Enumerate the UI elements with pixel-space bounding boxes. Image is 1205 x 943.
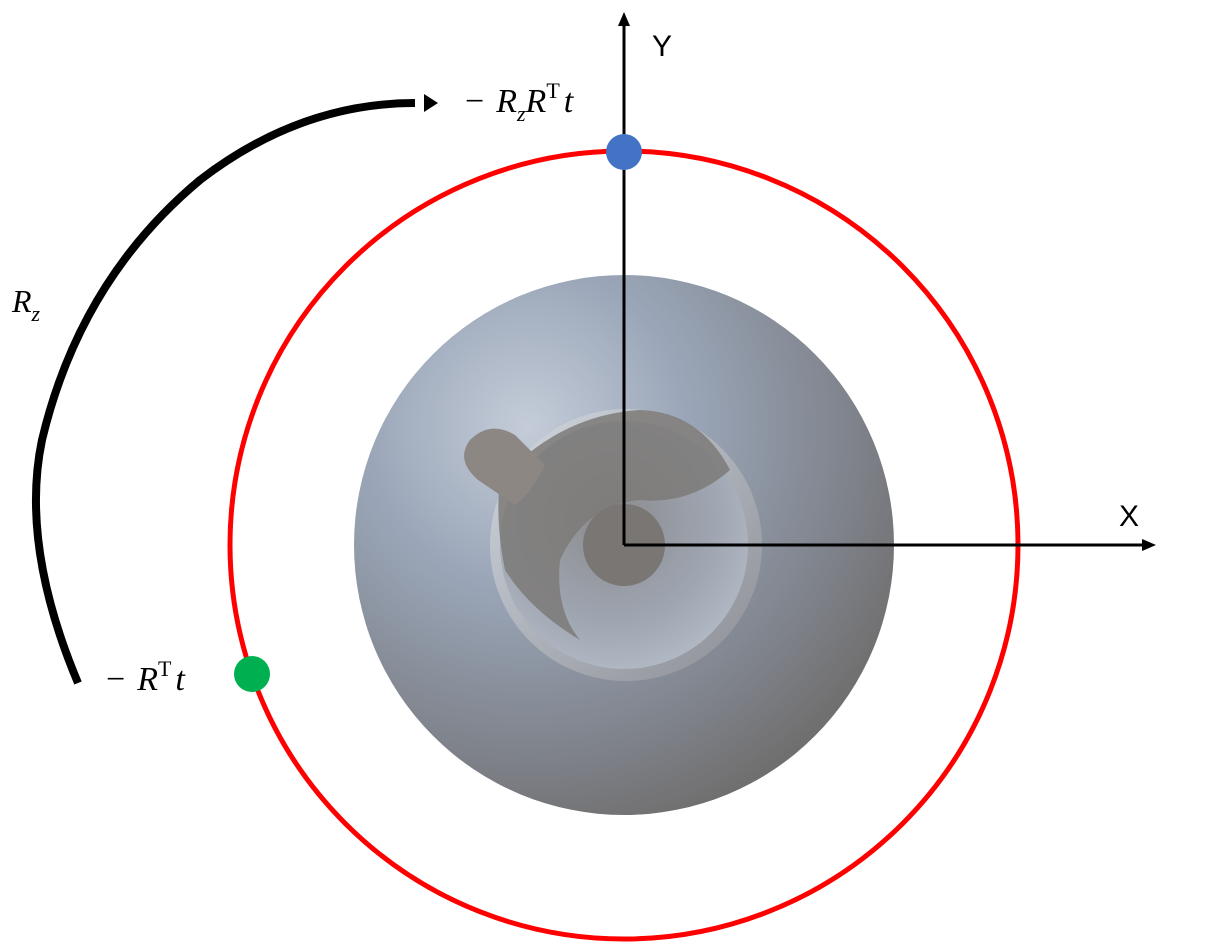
- rotation-label-base: R: [11, 283, 32, 319]
- rotated-label-sup: T: [546, 78, 560, 103]
- rotated-point-marker: [606, 134, 642, 170]
- x-axis-arrowhead: [1142, 539, 1156, 551]
- rotation-label: Rz: [11, 283, 41, 326]
- x-axis-label: X: [1119, 500, 1139, 533]
- object-nub: [464, 428, 545, 505]
- original-point-marker: [234, 656, 270, 692]
- y-axis-label: Y: [652, 30, 672, 63]
- object-crater-shadow: [498, 410, 730, 640]
- original-label-minus: −: [106, 661, 125, 698]
- rotated-label-r-sub: z: [516, 101, 526, 126]
- original-label-sup: T: [158, 656, 172, 681]
- rotation-arc: [32, 99, 416, 685]
- axes: Y X: [618, 12, 1156, 551]
- rotated-label-r: R: [495, 83, 517, 120]
- original-label-t: t: [175, 661, 186, 698]
- rotation-label-sub: z: [31, 301, 41, 326]
- rotation-arrow: [32, 94, 438, 685]
- rotated-label-r2: R: [525, 83, 547, 120]
- y-axis-arrowhead: [618, 12, 630, 26]
- rotated-label-minus: −: [465, 83, 484, 120]
- rotated-label-t: t: [564, 83, 575, 120]
- original-label-r: R: [136, 661, 158, 698]
- rotation-arrowhead: [424, 94, 438, 112]
